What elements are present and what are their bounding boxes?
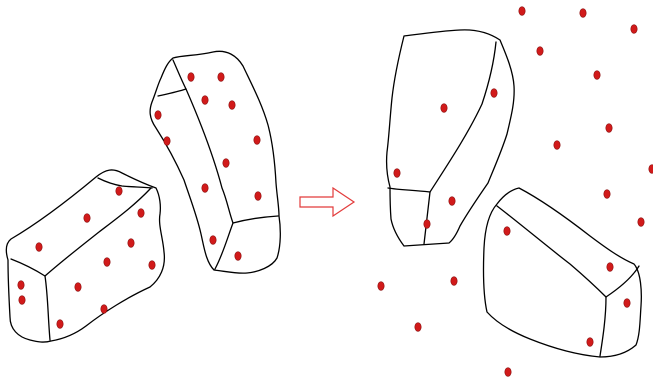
red-inclusion-dot [164, 137, 170, 146]
red-inclusion-dot [101, 305, 107, 314]
red-inclusion-dot [223, 159, 229, 168]
red-inclusion-dot [235, 252, 241, 261]
red-inclusion-dot [554, 141, 560, 150]
red-inclusion-dot [138, 209, 144, 218]
red-inclusion-dot [155, 111, 161, 120]
red-inclusion-dot [255, 192, 261, 201]
red-inclusion-dot [606, 124, 612, 133]
red-inclusion-dot [505, 368, 511, 377]
red-inclusion-dot [57, 320, 63, 329]
red-inclusion-dot [519, 7, 525, 16]
red-inclusion-dot [451, 277, 457, 286]
red-inclusion-dot [116, 187, 122, 196]
red-inclusion-dot [594, 71, 600, 80]
red-inclusion-dot [580, 9, 586, 18]
red-inclusion-dot [649, 165, 653, 174]
red-inclusion-dot [128, 239, 134, 248]
red-inclusion-dot [604, 190, 610, 199]
left-panel [6, 51, 280, 342]
red-inclusion-dot [75, 283, 81, 292]
red-inclusion-dot [202, 96, 208, 105]
right-panel [387, 30, 642, 357]
red-inclusion-dot [607, 263, 613, 272]
red-inclusion-dot [36, 243, 42, 252]
red-inclusion-dot [18, 281, 24, 290]
grain-slab-lower-left [6, 170, 164, 342]
red-inclusion-dot [449, 197, 455, 206]
red-inclusion-dot [210, 236, 216, 245]
red-inclusion-dot [638, 218, 644, 227]
red-inclusion-dot [631, 25, 637, 34]
red-inclusion-dot [104, 258, 110, 267]
red-inclusion-dot [188, 73, 194, 82]
red-inclusion-dot [441, 104, 447, 113]
red-inclusion-dot [504, 227, 510, 236]
grain-slab-separated-lower-right [483, 188, 641, 357]
red-inclusion-dot [218, 73, 224, 82]
red-inclusion-dot [624, 299, 630, 308]
red-inclusion-dot [149, 261, 155, 270]
right-arrow-icon [300, 188, 354, 216]
red-inclusion-dot [491, 89, 497, 98]
red-inclusion-dot [424, 220, 430, 229]
red-inclusion-dot [537, 47, 543, 56]
red-inclusion-dot [587, 338, 593, 347]
red-inclusion-dot [415, 323, 421, 332]
red-inclusion-dot [229, 101, 235, 110]
red-inclusion-dot [394, 169, 400, 178]
red-inclusion-dot [254, 136, 260, 145]
red-inclusion-dot [19, 296, 25, 305]
red-inclusion-dot [84, 214, 90, 223]
red-inclusion-dot [378, 282, 384, 291]
red-inclusion-dot [202, 184, 208, 193]
